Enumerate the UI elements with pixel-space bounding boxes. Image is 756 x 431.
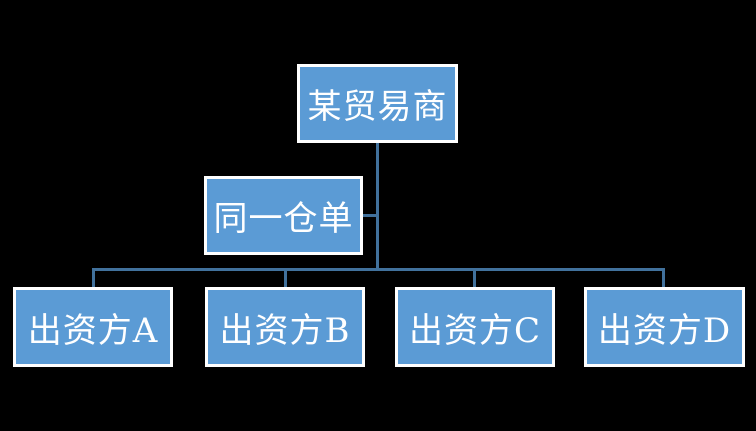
node-funder-a: 出资方A	[13, 287, 173, 367]
connector-stub-funder-a	[92, 268, 95, 287]
node-trader-label: 某贸易商	[307, 87, 448, 127]
node-funder-d-label: 出资方D	[597, 310, 732, 351]
node-funder-a-label: 出资方A	[27, 310, 159, 351]
connector-horizontal-bus	[92, 268, 665, 271]
node-funder-b-label: 出资方B	[219, 310, 351, 351]
node-funder-c-label: 出资方C	[408, 310, 541, 351]
node-funder-b: 出资方B	[205, 287, 365, 367]
node-warehouse-receipt-label: 同一仓单	[213, 199, 354, 239]
node-funder-d: 出资方D	[584, 287, 745, 367]
connector-stub-funder-c	[473, 268, 476, 287]
connector-receipt-branch	[363, 214, 376, 217]
connector-trader-trunk	[376, 143, 379, 271]
node-warehouse-receipt: 同一仓单	[204, 176, 363, 255]
node-trader: 某贸易商	[297, 64, 458, 143]
connector-stub-funder-d	[662, 268, 665, 287]
node-funder-c: 出资方C	[395, 287, 555, 367]
connector-stub-funder-b	[284, 268, 287, 287]
